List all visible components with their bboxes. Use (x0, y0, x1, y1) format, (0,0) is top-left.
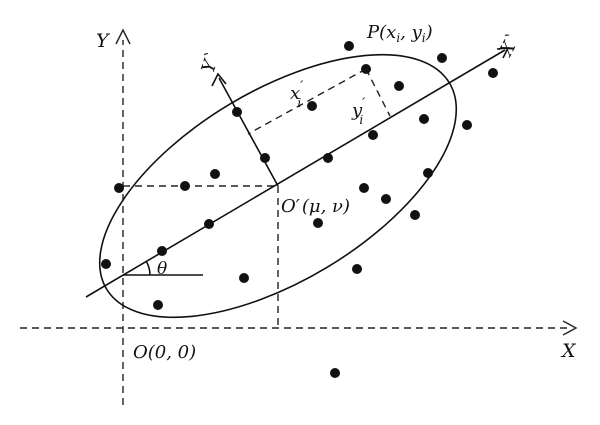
data-point (359, 183, 369, 193)
center-label: O′(μ, ν) (281, 196, 350, 217)
x-i-prime-label: x′i (290, 79, 304, 110)
data-point (344, 41, 354, 51)
data-point (352, 264, 362, 274)
theta-label: θ (157, 259, 167, 279)
p-projection-to-x-prime (365, 68, 391, 117)
data-point (368, 130, 378, 140)
x-axis-label: X (560, 340, 577, 362)
x-prime-axis-label: X` (495, 30, 525, 61)
data-point (394, 81, 404, 91)
data-point (323, 153, 333, 163)
data-point (419, 114, 429, 124)
data-point (153, 300, 163, 310)
data-point (462, 120, 472, 130)
data-point (239, 273, 249, 283)
y-i-prime-label: y′i (351, 96, 366, 127)
data-point (488, 68, 498, 78)
data-point (330, 368, 340, 378)
data-point (381, 194, 391, 204)
data-point (180, 181, 190, 191)
origin-label: O(0, 0) (133, 342, 196, 363)
data-point (101, 259, 111, 269)
y-axis-arrowhead (115, 28, 131, 45)
data-point (114, 183, 124, 193)
theta-angle-arc (145, 260, 151, 276)
data-point (260, 153, 270, 163)
p-projection-to-y-prime (247, 68, 367, 135)
data-point (204, 219, 214, 229)
x-prime-axis (85, 49, 506, 298)
y-prime-axis (218, 77, 279, 187)
data-point (210, 169, 220, 179)
x-axis-arrowhead (562, 320, 578, 336)
data-point (423, 168, 433, 178)
data-point (157, 246, 167, 256)
y-axis-label: Y (96, 30, 111, 52)
data-point (437, 53, 447, 63)
data-point (307, 101, 317, 111)
point-p-label: P(xi, yi) (366, 22, 433, 45)
x-prime-axis-arrowhead (496, 47, 510, 59)
data-point-p (361, 64, 371, 74)
y-prime-axis-arrowhead (211, 72, 227, 87)
data-point (232, 107, 242, 117)
data-point (410, 210, 420, 220)
data-points (101, 41, 498, 378)
data-point (313, 218, 323, 228)
y-prime-axis-label: Y` (198, 49, 224, 75)
